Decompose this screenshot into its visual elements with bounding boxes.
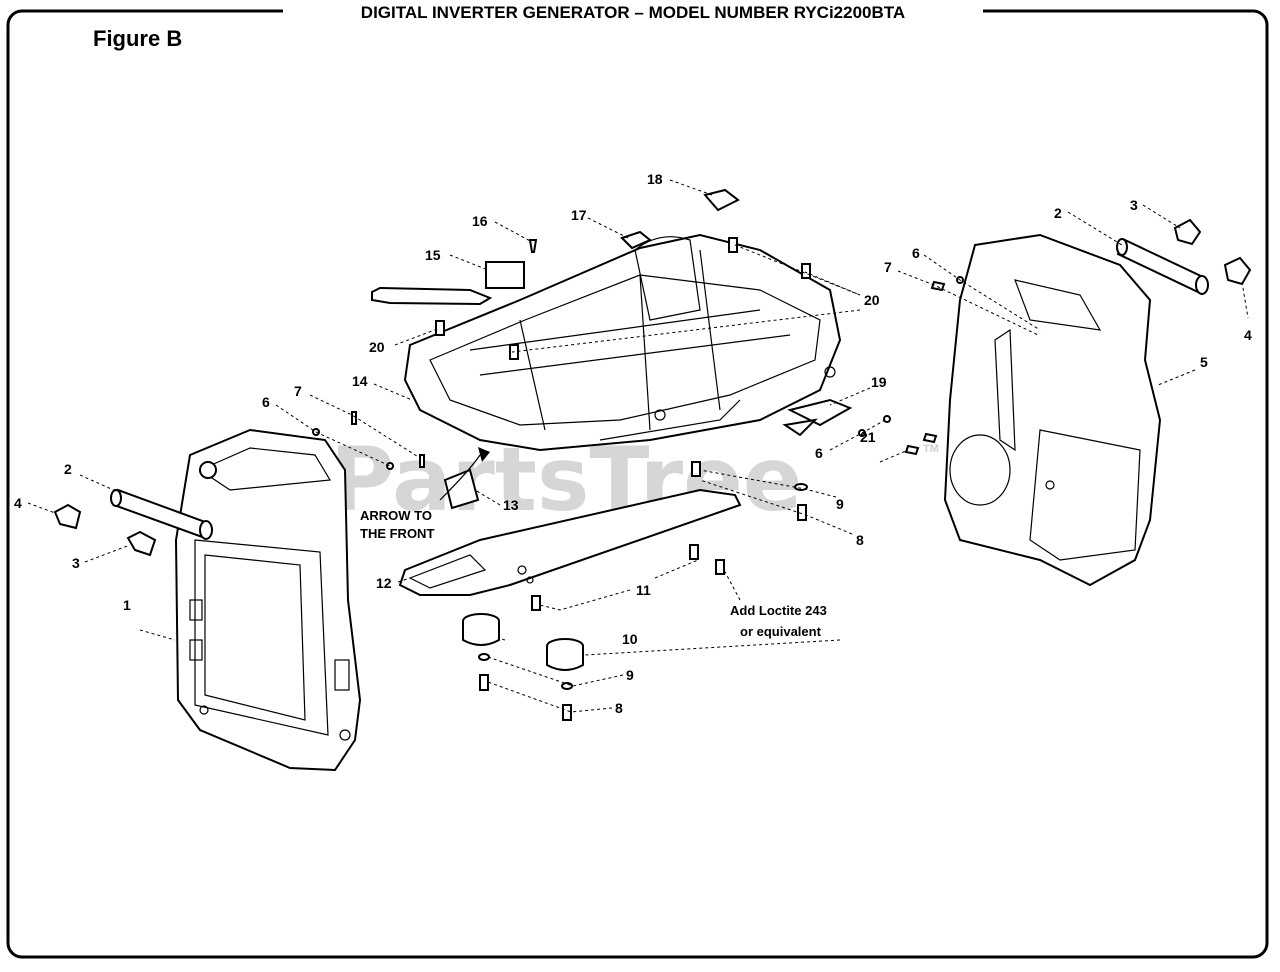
bracket-part-18[interactable] bbox=[703, 188, 740, 212]
bracket-part-19-tab[interactable] bbox=[782, 418, 818, 437]
callout-3-right: 3 bbox=[1130, 197, 1138, 213]
rubber-foot-part-10-a[interactable] bbox=[462, 613, 500, 646]
stud-part-11-b[interactable] bbox=[689, 544, 699, 560]
stud-part-9-upper[interactable] bbox=[691, 461, 701, 477]
callout-3-left: 3 bbox=[72, 555, 80, 571]
callout-14: 14 bbox=[352, 373, 368, 389]
callout-6-right: 6 bbox=[912, 245, 920, 261]
callout-18: 18 bbox=[647, 171, 663, 187]
callout-21: 21 bbox=[860, 429, 876, 445]
clip-part-20-a[interactable] bbox=[728, 237, 738, 253]
callout-5: 5 bbox=[1200, 354, 1208, 370]
front-panel-part-1[interactable] bbox=[174, 428, 362, 772]
bracket-part-19[interactable] bbox=[787, 398, 853, 427]
bolt-part-8-lower[interactable] bbox=[479, 674, 489, 691]
callout-16: 16 bbox=[472, 213, 488, 229]
note-arrow-line1: ARROW TO bbox=[360, 508, 432, 523]
clip-part-4-left[interactable] bbox=[53, 503, 82, 530]
clip-part-3-left[interactable] bbox=[126, 530, 157, 557]
note-loctite-line1: Add Loctite 243 bbox=[730, 603, 827, 618]
rear-panel-part-5[interactable] bbox=[943, 233, 1162, 587]
callout-8-lower: 8 bbox=[615, 700, 623, 716]
callout-4-left: 4 bbox=[14, 495, 22, 511]
rear-handle-rod-part-2[interactable] bbox=[1116, 238, 1209, 295]
front-arrow bbox=[439, 454, 481, 501]
callout-19: 19 bbox=[871, 374, 887, 390]
bolt-part-8-upper[interactable] bbox=[797, 504, 807, 521]
callout-7-right: 7 bbox=[884, 259, 892, 275]
callout-20-left: 20 bbox=[369, 339, 385, 355]
callout-15: 15 bbox=[425, 247, 441, 263]
callout-1: 1 bbox=[123, 597, 131, 613]
bracket-part-13[interactable] bbox=[443, 468, 480, 510]
screw-part-7-left[interactable] bbox=[351, 411, 357, 425]
note-arrow-line2: THE FRONT bbox=[360, 526, 434, 541]
washer-part-6-lower-b[interactable] bbox=[883, 415, 891, 423]
callout-20-right: 20 bbox=[864, 292, 880, 308]
screw-part-16[interactable] bbox=[528, 239, 538, 253]
callout-9-lower: 9 bbox=[626, 667, 634, 683]
callout-8-upper: 8 bbox=[856, 532, 864, 548]
screw-part-7-right[interactable] bbox=[930, 280, 946, 292]
callout-7-left: 7 bbox=[294, 383, 302, 399]
washer-part-9-lower-b[interactable] bbox=[561, 682, 573, 690]
callout-2-right: 2 bbox=[1054, 205, 1062, 221]
washer-part-6-left-b[interactable] bbox=[386, 462, 394, 470]
washer-part-9-lower[interactable] bbox=[478, 653, 490, 661]
screw-part-21-b[interactable] bbox=[904, 444, 920, 456]
callout-labels: 1 2 3 4 2 3 4 5 6 7 6 7 6 8 9 10 9 8 11 … bbox=[14, 171, 1252, 716]
callout-12: 12 bbox=[376, 575, 392, 591]
callout-13: 13 bbox=[503, 497, 519, 513]
note-loctite-line2: or equivalent bbox=[740, 624, 822, 639]
callout-11: 11 bbox=[636, 582, 651, 598]
foot-rail-part-12[interactable] bbox=[398, 488, 742, 596]
figure-label: Figure B bbox=[93, 26, 183, 51]
callout-6-lower: 6 bbox=[815, 445, 823, 461]
callout-6-left: 6 bbox=[262, 394, 270, 410]
callout-4-right: 4 bbox=[1244, 327, 1252, 343]
diagram-title: DIGITAL INVERTER GENERATOR – MODEL NUMBE… bbox=[283, 0, 983, 26]
clip-part-4-right[interactable] bbox=[1223, 256, 1252, 286]
callout-17: 17 bbox=[571, 207, 587, 223]
front-arrow-head bbox=[478, 447, 490, 462]
rubber-foot-part-10-b[interactable] bbox=[546, 638, 584, 671]
front-handle-rod-part-2[interactable] bbox=[110, 461, 217, 540]
wire-harness-part-15[interactable] bbox=[371, 261, 525, 306]
clip-part-3-right[interactable] bbox=[1173, 218, 1202, 246]
bracket-part-17[interactable] bbox=[620, 230, 652, 250]
base-tray-part-14[interactable] bbox=[403, 233, 842, 452]
leader-lines bbox=[27, 179, 1249, 713]
callout-9-upper: 9 bbox=[836, 496, 844, 512]
stud-part-11-c[interactable] bbox=[715, 559, 725, 575]
screw-part-21-a[interactable] bbox=[922, 432, 938, 444]
watermark-tm: TM bbox=[923, 443, 939, 455]
screw-part-7-left-b[interactable] bbox=[419, 454, 425, 468]
clip-part-20-b[interactable] bbox=[801, 263, 811, 279]
callout-2-left: 2 bbox=[64, 461, 72, 477]
bolt-part-8-lower-b[interactable] bbox=[562, 704, 572, 721]
stud-part-11-a[interactable] bbox=[531, 595, 541, 611]
callout-10: 10 bbox=[622, 631, 638, 647]
